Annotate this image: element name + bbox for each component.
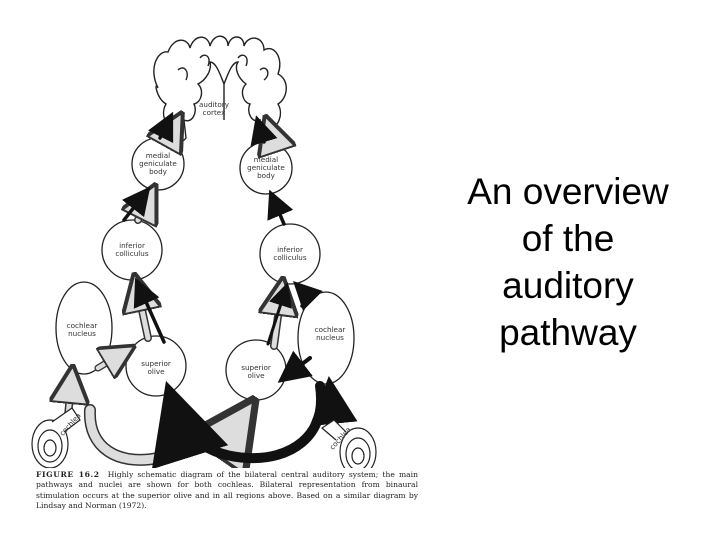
svg-text:cochlear: cochlear: [67, 321, 98, 330]
brain-cortex-outline: [153, 35, 287, 143]
svg-text:geniculate: geniculate: [247, 163, 285, 172]
label-ic-left: inferior colliculus: [115, 241, 148, 258]
svg-text:cochlear: cochlear: [315, 325, 346, 334]
black-mgb-to-cortex-right: [250, 115, 278, 147]
svg-text:nucleus: nucleus: [316, 333, 344, 342]
svg-text:superior: superior: [141, 359, 171, 368]
label-auditory-cortex: auditory cortex: [199, 100, 230, 117]
black-pathways: [122, 111, 358, 468]
slide-title: An overview of the auditory pathway: [430, 168, 706, 356]
svg-text:medial: medial: [254, 155, 278, 164]
label-so-left: superior olive: [141, 359, 171, 376]
cochlea-right: [321, 419, 377, 468]
black-ic-to-mgb-left: [122, 186, 151, 222]
figure-caption-text: Highly schematic diagram of the bilatera…: [36, 470, 418, 511]
label-mgb-right: medial geniculate body: [247, 155, 285, 180]
black-mgb-to-cortex-left: [148, 111, 174, 144]
svg-text:body: body: [149, 167, 168, 176]
auditory-pathway-diagram: auditory cortex medial geniculate body: [28, 28, 428, 524]
gray-cn-to-so: [98, 350, 128, 368]
black-so-to-ic-right: [266, 282, 292, 346]
gray-ic-to-mgb: [138, 192, 152, 220]
auditory-cortex-line-2: cortex: [203, 108, 226, 117]
slide-title-line-3: auditory: [502, 265, 634, 306]
svg-text:colliculus: colliculus: [115, 249, 148, 258]
svg-text:olive: olive: [247, 371, 265, 380]
figure-number: FIGURE 16.2: [36, 470, 100, 479]
black-so-to-ic-left: [133, 277, 166, 344]
svg-text:superior: superior: [241, 363, 271, 372]
label-ic-right: inferior colliculus: [273, 245, 306, 262]
slide-title-line-1: An overview: [467, 171, 669, 212]
slide-title-line-4: pathway: [499, 312, 637, 353]
slide-title-line-2: of the: [521, 218, 615, 259]
svg-text:colliculus: colliculus: [273, 253, 306, 262]
label-so-right: superior olive: [241, 363, 271, 380]
svg-text:inferior: inferior: [119, 241, 145, 250]
svg-text:inferior: inferior: [277, 245, 303, 254]
black-cn-to-so: [277, 350, 313, 383]
svg-text:nucleus: nucleus: [68, 329, 96, 338]
label-cn-left: cochlear nucleus: [67, 321, 98, 338]
svg-text:geniculate: geniculate: [139, 159, 177, 168]
auditory-cortex-line-1: auditory: [199, 100, 230, 109]
svg-text:body: body: [257, 171, 276, 180]
black-ic-to-mgb-right: [267, 189, 294, 226]
figure-caption: FIGURE 16.2 Highly schematic diagram of …: [36, 470, 418, 512]
label-cn-right: cochlear nucleus: [315, 325, 346, 342]
gray-cochlea-to-cn: [68, 374, 72, 419]
black-cn-to-ic-right: [293, 281, 323, 311]
cochlea-left: [31, 407, 81, 468]
svg-text:olive: olive: [147, 367, 165, 376]
diagram-svg: auditory cortex medial geniculate body: [31, 35, 377, 468]
